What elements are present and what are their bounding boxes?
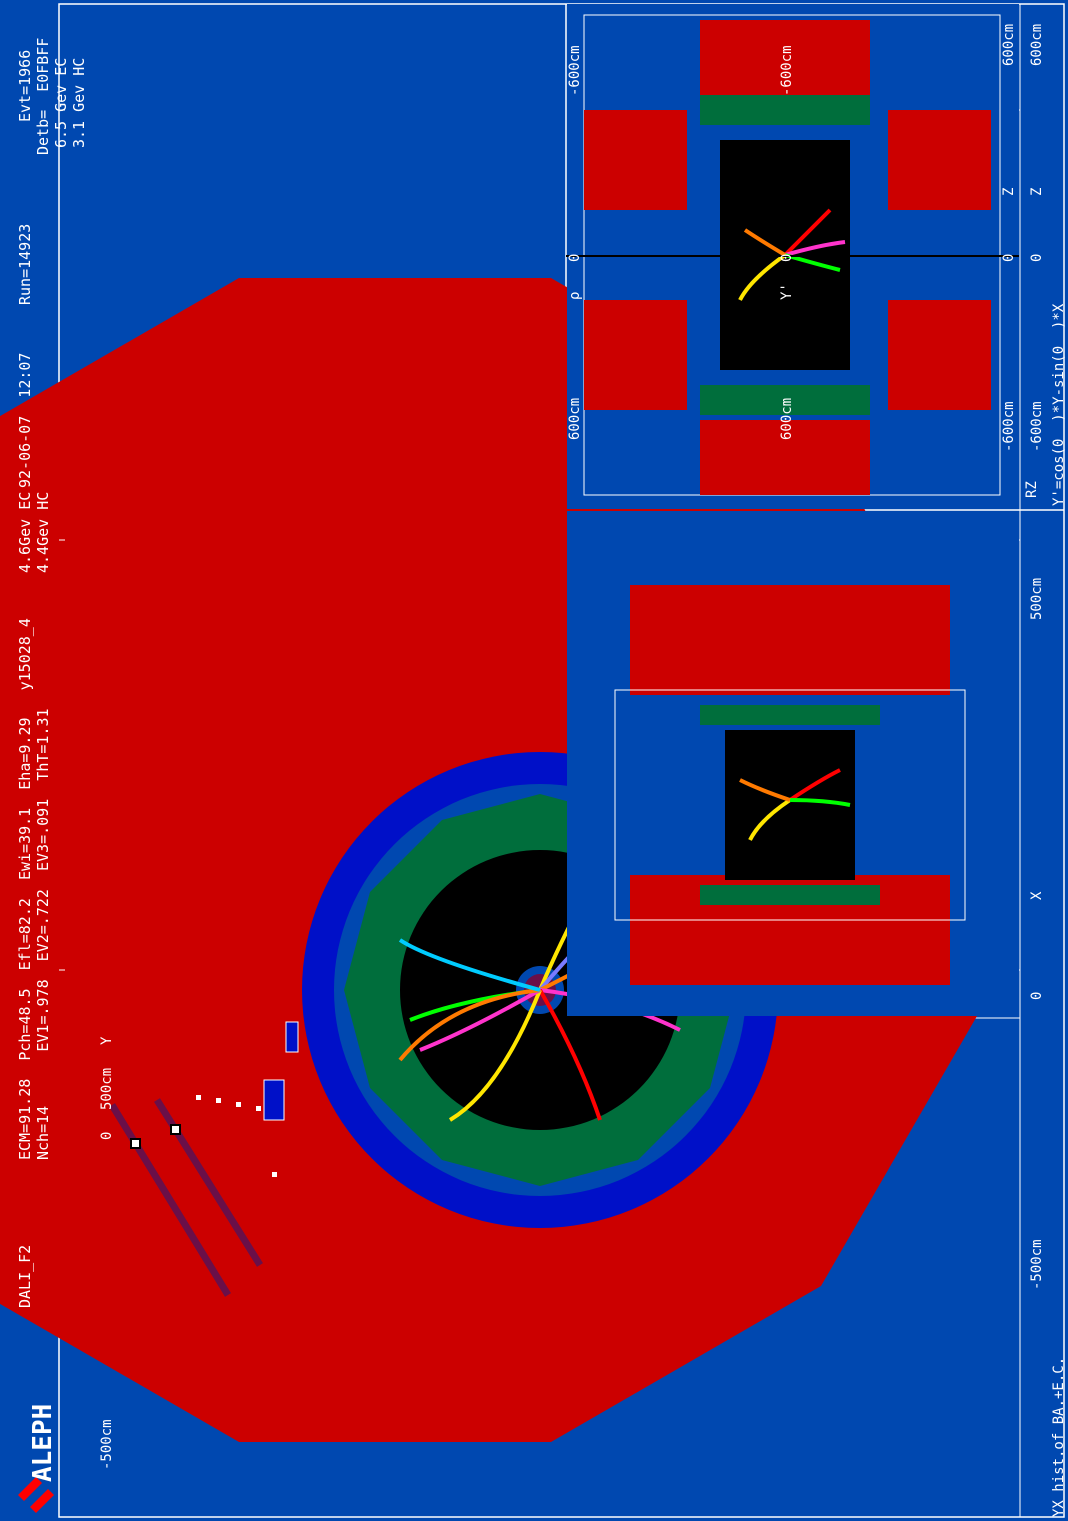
yz-z-neg: -600cm — [1029, 401, 1045, 452]
header-line-1: ECM=91.28 Pch=48.5 Efl=82.2 Ewi=39.1 Eha… — [16, 618, 34, 1160]
legend-hc: 4.4Gev HC — [34, 491, 52, 573]
yz-y-pos: 600cm — [779, 397, 795, 440]
detector-bits: Detb= E0FBFF — [34, 37, 52, 155]
header-line-2: Nch=14 EV1=.978 EV2=.722 EV3=.091 ThT=1.… — [34, 708, 52, 1160]
yz-view — [567, 511, 1019, 1016]
rz-z-neg: -600cm — [1001, 401, 1017, 452]
yz-z-pos: 600cm — [1029, 23, 1045, 66]
rz-rho-pos: 600cm — [567, 397, 583, 440]
rz-z-zero: 0 — [1001, 253, 1017, 262]
y-axis-label: Y — [99, 1036, 115, 1045]
legend-ec: 4.6Gev EC — [16, 491, 34, 573]
x-axis-zero: 0 — [1029, 991, 1045, 1000]
rz-legend-hc: 3.1 Gev HC — [70, 57, 88, 148]
y-axis-zero: 0 — [99, 1131, 115, 1140]
y-axis-neg: -500cm — [99, 1419, 115, 1470]
yz-z-label: Z — [1029, 187, 1045, 196]
rz-rho-label: ρ — [567, 291, 583, 300]
run-number: Run=14923 — [16, 223, 34, 305]
x-axis-label: X — [1029, 891, 1045, 900]
rz-legend-ec: 6.5 Gev EC — [52, 57, 70, 148]
logo-text: ALEPH — [28, 1403, 58, 1482]
rz-z-pos: 600cm — [1001, 23, 1017, 66]
yz-footer: Y'=cos(0 )*Y-sin(0 )*X — [1051, 303, 1067, 506]
rz-rho-neg: -600cm — [567, 45, 583, 96]
event-number: Evt=1966 — [16, 49, 34, 122]
rz-tag: RZ — [1024, 481, 1040, 498]
y-axis-pos: 500cm — [99, 1067, 115, 1110]
x-axis-pos: 500cm — [1029, 577, 1045, 620]
date-time: 92-06-07 12:07 — [16, 352, 34, 488]
yz-y-label: Y' — [779, 283, 795, 300]
yz-y-neg: -600cm — [779, 45, 795, 96]
rz-view — [566, 4, 1019, 509]
program-name: DALI_F2 — [16, 1244, 34, 1308]
yz-z-zero: 0 — [1029, 253, 1045, 262]
yz-y-zero: 0 — [779, 253, 795, 262]
main-footer: YX hist.of BA.+E.C. — [1051, 1356, 1067, 1517]
aleph-logo — [18, 1477, 54, 1513]
rz-rho-zero: 0 — [567, 253, 583, 262]
rz-z-label: Z — [1001, 187, 1017, 196]
x-axis-neg: -500cm — [1029, 1239, 1045, 1290]
